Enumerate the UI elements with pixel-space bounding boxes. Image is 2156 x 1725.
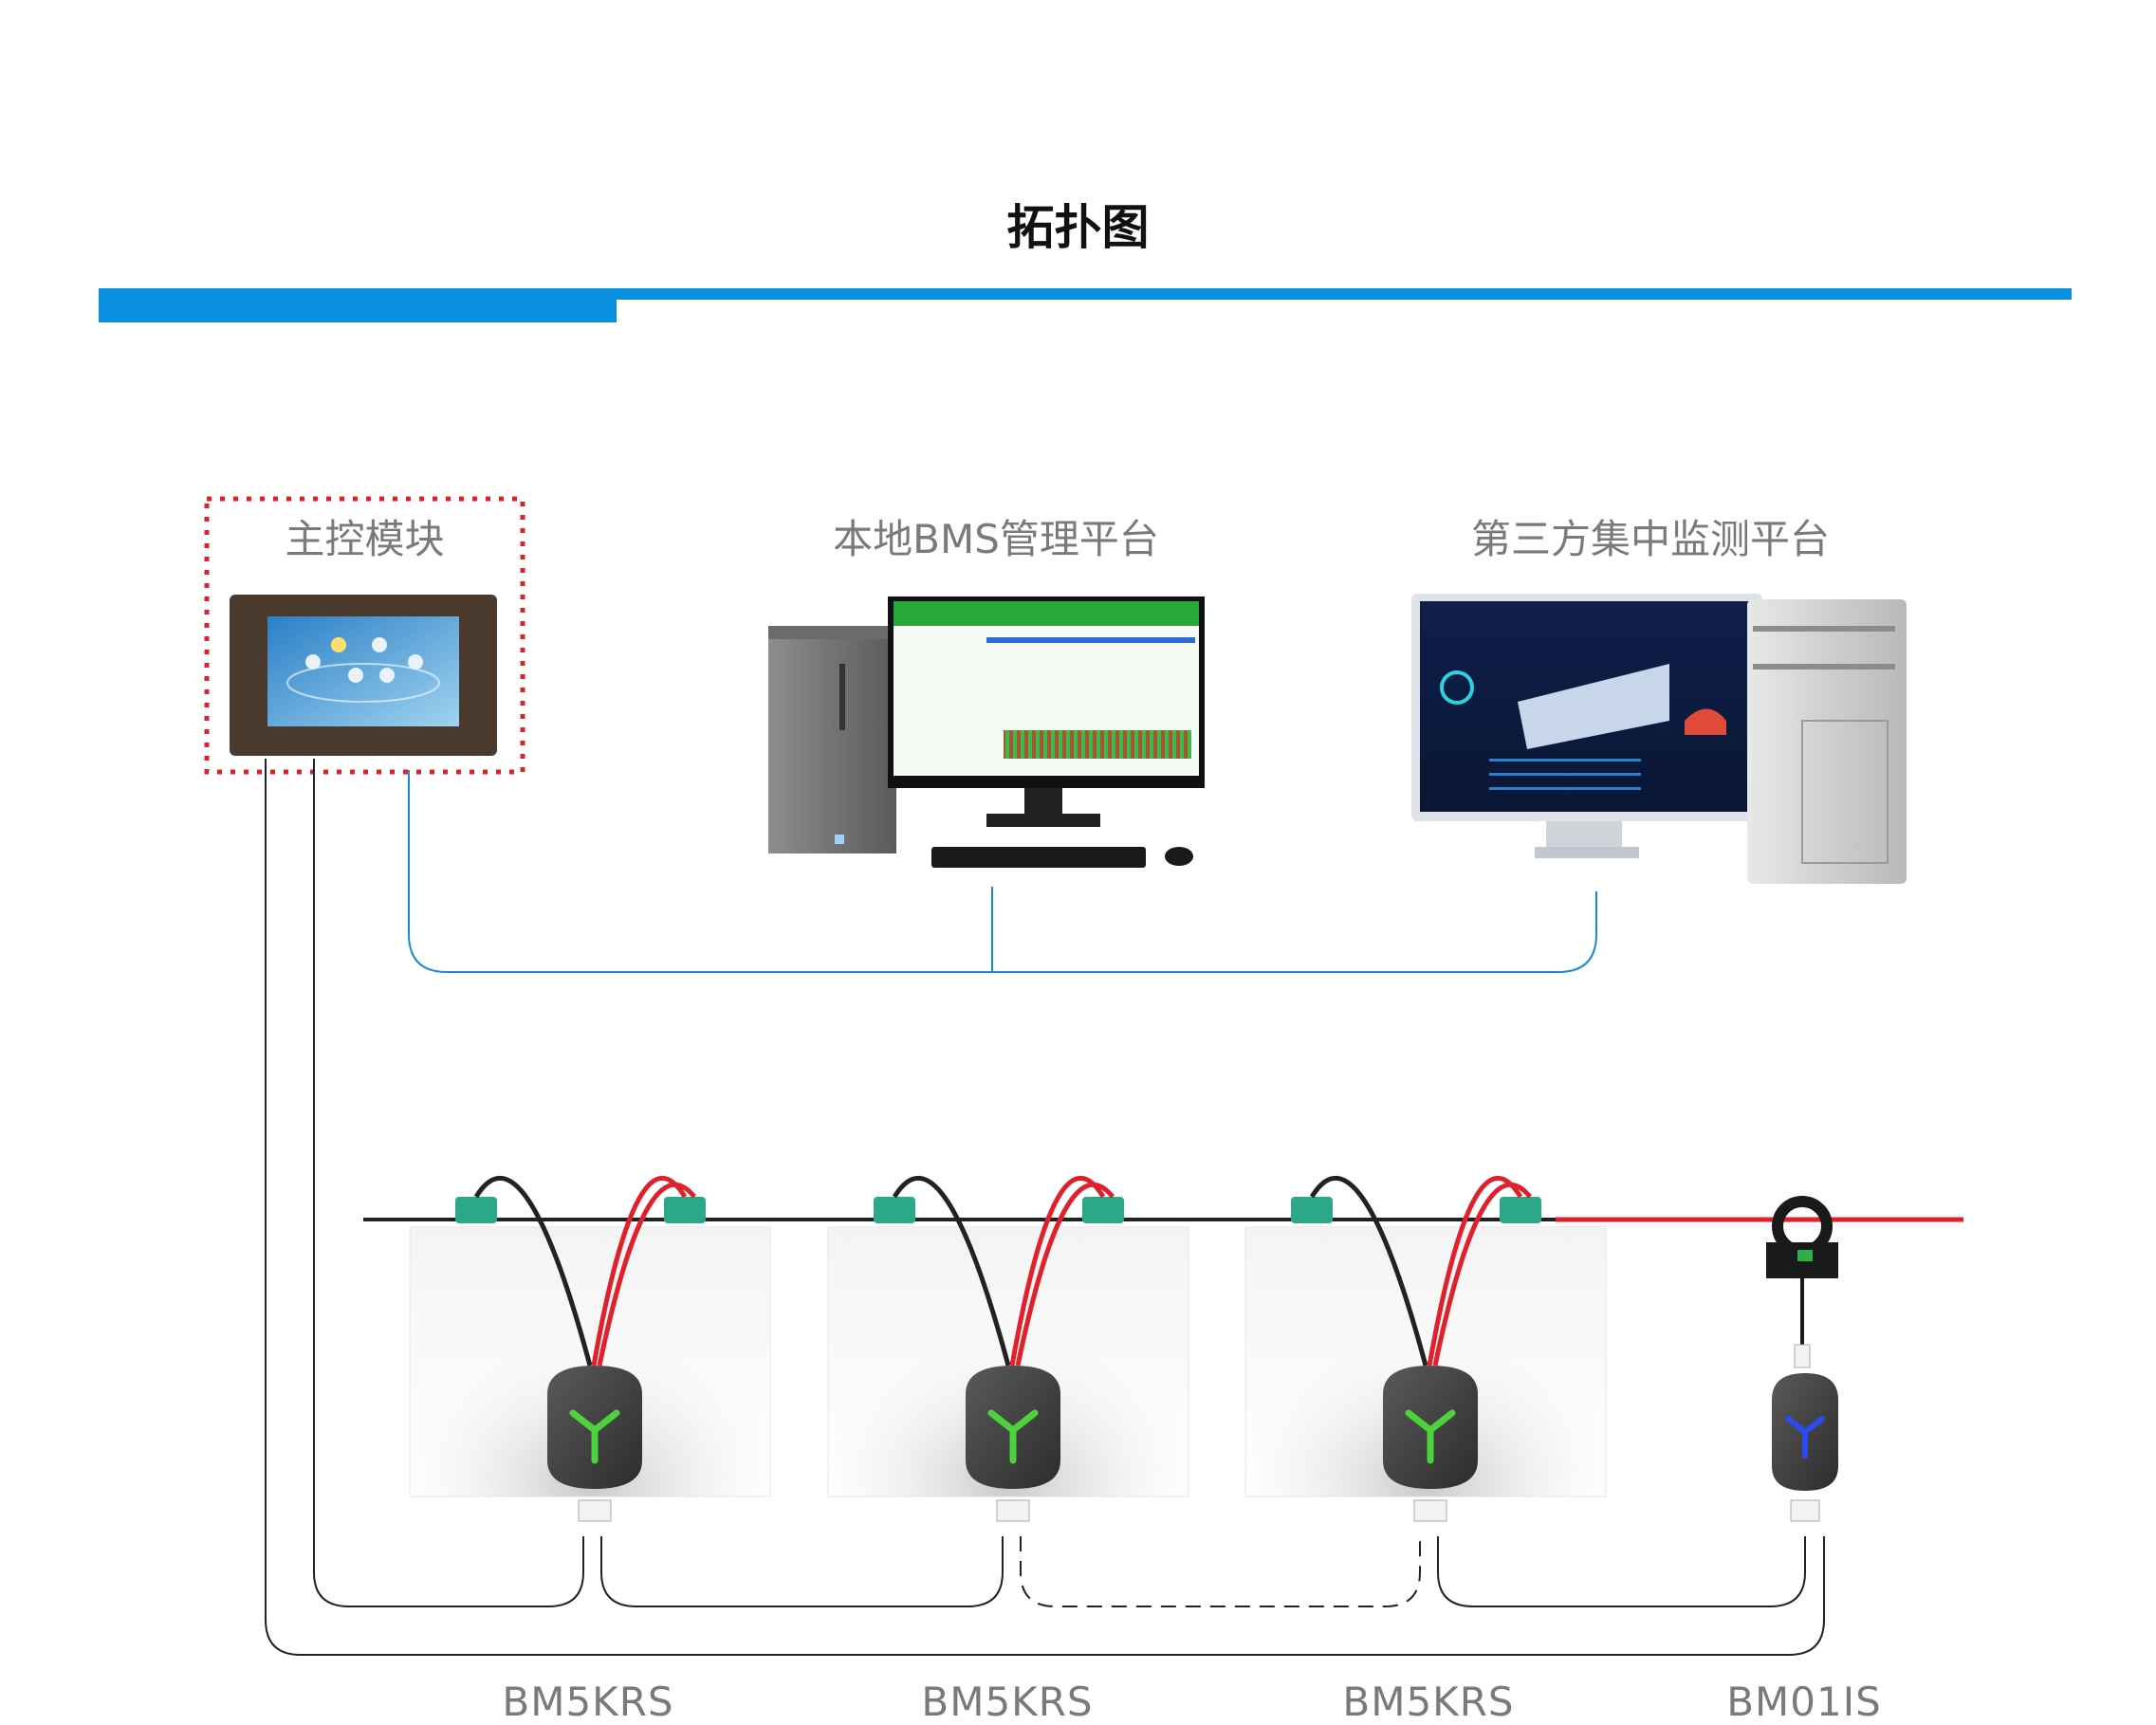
dashboard-monitor-icon xyxy=(1411,594,1762,858)
local-bms-label: 本地BMS管理平台 xyxy=(833,516,1159,562)
third-party-label: 第三方集中监测平台 xyxy=(1470,516,1830,562)
device-label-1: BM5KRS xyxy=(502,1679,674,1725)
current-sensor-icon xyxy=(1766,1196,1838,1368)
wire-red xyxy=(1427,1175,1523,1367)
wire-red xyxy=(597,1183,696,1367)
bms-module-icon xyxy=(1383,1366,1478,1522)
device-label-4: BM01IS xyxy=(1726,1679,1882,1725)
connector xyxy=(455,1197,497,1223)
pc-tower-icon xyxy=(768,626,896,853)
keyboard-icon xyxy=(931,847,1146,868)
comm-wires xyxy=(265,759,1825,1656)
wire-red xyxy=(1009,1175,1106,1367)
battery-icon xyxy=(409,1175,771,1522)
main-control-label: 主控模块 xyxy=(285,516,445,562)
connector xyxy=(1500,1197,1541,1223)
wire-red xyxy=(1432,1183,1532,1367)
server-icon xyxy=(1747,599,1907,884)
network-links xyxy=(408,770,1597,973)
wire-black xyxy=(1309,1175,1428,1367)
bms-module-icon xyxy=(1772,1373,1838,1522)
touchscreen-icon xyxy=(230,595,497,756)
connector xyxy=(1291,1197,1333,1223)
connector xyxy=(874,1197,915,1223)
wire-red xyxy=(591,1175,688,1367)
device-label-2: BM5KRS xyxy=(921,1679,1094,1725)
main-control-frame xyxy=(204,496,525,775)
bms-module-icon xyxy=(547,1366,642,1522)
monitor-icon xyxy=(888,596,1205,827)
wire-red xyxy=(1015,1183,1115,1367)
battery-icon xyxy=(1244,1175,1607,1522)
connector xyxy=(664,1197,706,1223)
header-bar-accent xyxy=(99,288,617,322)
wire-black xyxy=(473,1175,593,1367)
bms-module-icon xyxy=(966,1366,1060,1522)
device-label-3: BM5KRS xyxy=(1342,1679,1515,1725)
battery-icon xyxy=(827,1175,1189,1522)
wire-black xyxy=(892,1175,1011,1367)
connector xyxy=(1082,1197,1124,1223)
battery-row xyxy=(409,1175,1838,1522)
page-title: 拓扑图 xyxy=(1006,200,1150,255)
mouse-icon xyxy=(1165,847,1193,866)
